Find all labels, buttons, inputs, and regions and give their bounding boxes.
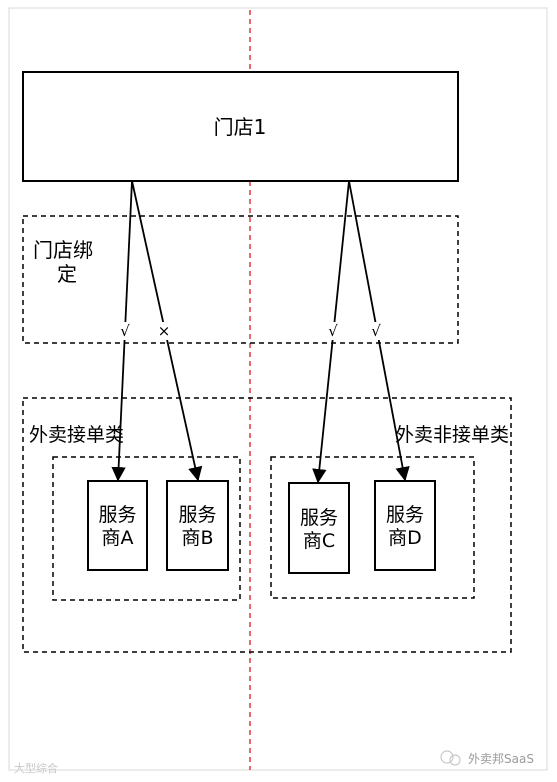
edge-mark-a: √ <box>120 322 130 340</box>
edge-mark-c: √ <box>328 322 338 340</box>
mark-b-bg <box>157 322 171 340</box>
provider-d-box <box>374 480 436 571</box>
outer-frame <box>8 7 548 771</box>
provider-d-line1: 服务 <box>385 504 424 526</box>
provider-c-label: 服务 商C <box>289 507 349 553</box>
provider-a-box <box>87 480 148 571</box>
mark-d-bg <box>369 322 383 340</box>
watermark-right: 外卖邦SaaS <box>468 752 534 766</box>
watermark-left: 大型综合 <box>14 762 58 775</box>
category-group-box <box>22 397 512 653</box>
mark-a-bg <box>118 322 132 340</box>
edge-mark-b: × <box>157 322 171 340</box>
provider-a-label: 服务 商A <box>88 504 147 550</box>
binding-group-label-line1: 门店绑 <box>33 238 93 262</box>
non-takeout-category-label: 外卖非接单类 <box>395 424 510 446</box>
provider-d-label: 服务 商D <box>375 504 435 550</box>
binding-group-box <box>22 215 459 344</box>
provider-b-box <box>166 480 229 571</box>
store-label: 门店1 <box>213 115 267 139</box>
provider-c-line2: 商C <box>302 529 336 552</box>
provider-b-line2: 商B <box>181 526 214 549</box>
edge-mark-d: √ <box>371 322 381 340</box>
provider-c-line1: 服务 <box>299 507 338 529</box>
wechat-icon-2 <box>449 754 461 766</box>
non-takeout-category-box <box>270 456 475 599</box>
binding-group-label: 门店绑 定 <box>33 238 123 286</box>
binding-group-label-line2: 定 <box>57 262 77 286</box>
mark-c-bg <box>326 322 340 340</box>
provider-b-label: 服务 商B <box>167 504 228 550</box>
takeout-category-label: 外卖接单类 <box>29 424 125 446</box>
provider-d-line2: 商D <box>388 526 422 549</box>
takeout-category-box <box>52 456 241 601</box>
provider-b-line1: 服务 <box>178 504 217 526</box>
wechat-icon <box>440 750 454 764</box>
store-box <box>22 71 459 182</box>
provider-a-line2: 商A <box>101 526 134 549</box>
provider-a-line1: 服务 <box>98 504 137 526</box>
